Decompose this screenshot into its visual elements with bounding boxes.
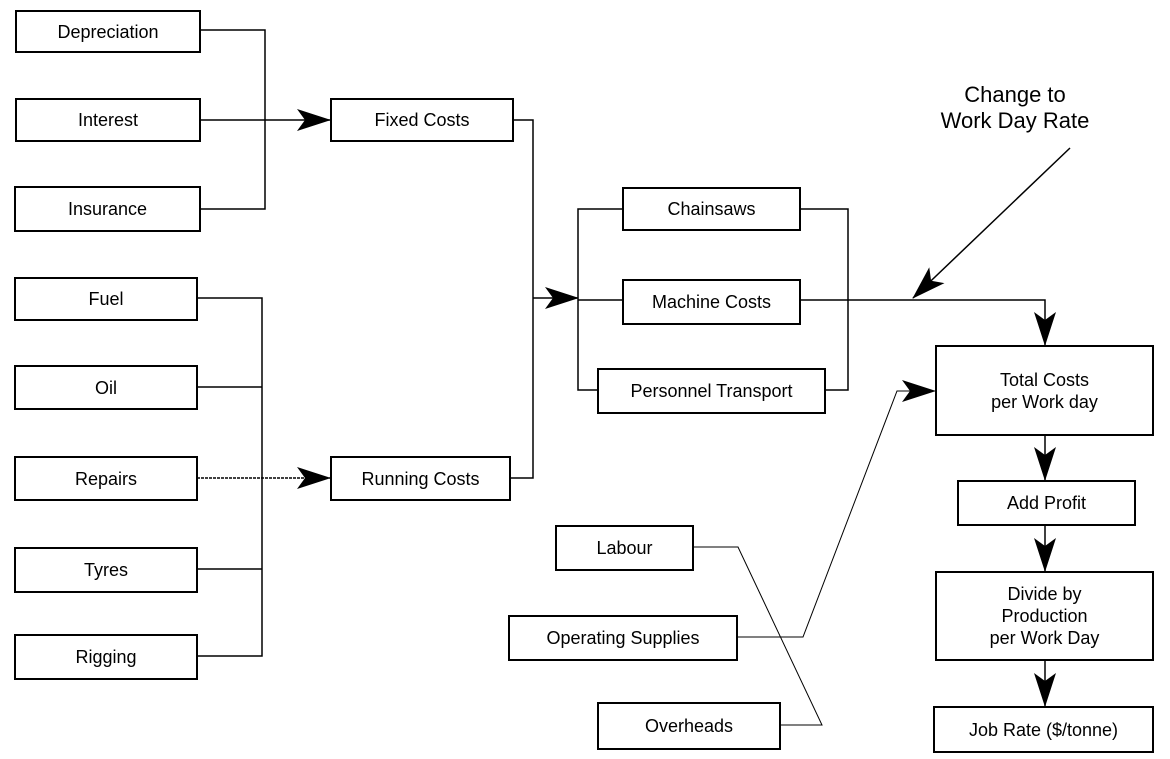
total-costs-line2: per Work day bbox=[991, 391, 1098, 412]
node-running-costs: Running Costs bbox=[330, 456, 511, 501]
node-job-rate: Job Rate ($/tonne) bbox=[933, 706, 1154, 753]
node-repairs: Repairs bbox=[14, 456, 198, 501]
node-labour: Labour bbox=[555, 525, 694, 571]
machine-to-total bbox=[800, 299, 1056, 346]
supplies-to-total bbox=[737, 380, 936, 638]
node-depreciation: Depreciation bbox=[15, 10, 201, 53]
divide-line2: Production bbox=[1001, 606, 1088, 626]
node-tyres: Tyres bbox=[14, 547, 198, 593]
node-interest: Interest bbox=[15, 98, 201, 142]
divide-line3: per Work Day bbox=[989, 628, 1100, 648]
rate-change-arrow bbox=[912, 147, 1071, 299]
annotation-line2: Work Day Rate bbox=[940, 108, 1090, 133]
node-total-costs: Total Costs per Work day bbox=[935, 345, 1154, 436]
node-chainsaws: Chainsaws bbox=[622, 187, 801, 231]
node-add-profit: Add Profit bbox=[957, 480, 1136, 526]
node-fixed-costs: Fixed Costs bbox=[330, 98, 514, 142]
costs-merge bbox=[510, 119, 534, 479]
node-machine-costs: Machine Costs bbox=[622, 279, 801, 325]
change-rate-annotation: Change to Work Day Rate bbox=[910, 82, 1120, 134]
annotation-line1: Change to bbox=[964, 82, 1066, 107]
running-bracket bbox=[197, 297, 263, 657]
machine-left-bracket bbox=[577, 208, 622, 391]
total-costs-line1: Total Costs bbox=[999, 369, 1090, 390]
node-insurance: Insurance bbox=[14, 186, 201, 232]
node-oil: Oil bbox=[14, 365, 198, 410]
node-divide-by-production: Divide by Production per Work Day bbox=[935, 571, 1154, 661]
node-personnel-transport: Personnel Transport bbox=[597, 368, 826, 414]
node-operating-supplies: Operating Supplies bbox=[508, 615, 738, 661]
node-overheads: Overheads bbox=[597, 702, 781, 750]
divide-line1: Divide by bbox=[1007, 584, 1082, 604]
node-rigging: Rigging bbox=[14, 634, 198, 680]
labour-overheads-link bbox=[693, 546, 823, 726]
node-fuel: Fuel bbox=[14, 277, 198, 321]
